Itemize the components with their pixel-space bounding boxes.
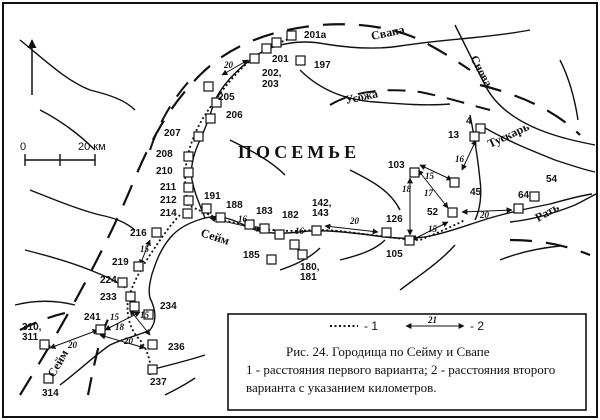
caption-line-3: варианта с указанием километров. (246, 380, 437, 395)
distance-label: 16 (238, 214, 248, 224)
distance-label: 18 (402, 184, 412, 194)
site-label: 208 (156, 149, 173, 160)
distance-label: 16 (455, 154, 465, 164)
distance-label: 15 (140, 310, 150, 320)
site-label: 210 (156, 166, 173, 177)
boundary-inner (329, 89, 491, 111)
site-label: 214 (160, 208, 177, 219)
site-label: 211 (160, 182, 177, 193)
boundary-outer (19, 23, 471, 396)
site-label: 182 (282, 210, 299, 221)
site-label: 224 (100, 275, 117, 286)
site-label: 311 (22, 332, 39, 343)
boundary-east (479, 83, 581, 136)
site-label: 237 (150, 377, 167, 388)
legend-item-1: - 1 (364, 319, 378, 333)
river-label-rat: Рать (533, 200, 562, 225)
site-labels: 201а 201 197 202, 203 205 206 207 208 21… (22, 30, 558, 399)
site-label: 207 (164, 128, 181, 139)
caption-title: Рис. 24. Городища по Сейму и Свапе (286, 344, 490, 359)
site-label: 203 (262, 79, 279, 90)
site-label: 126 (386, 214, 403, 225)
boundary-southeast (509, 238, 591, 257)
scale-bar: 0 20 км (20, 141, 106, 166)
site-label: 241 (84, 312, 101, 323)
legend-item-2: - 2 (470, 319, 484, 333)
site-label: 183 (256, 206, 273, 217)
distance-label: 15 (425, 171, 435, 181)
site-label: 142, (312, 198, 332, 209)
site-label: 185 (243, 250, 260, 261)
site-label: 234 (160, 301, 177, 312)
site-label: 314 (42, 388, 59, 399)
distance-label: 20 (67, 340, 78, 350)
distance-label: 15 (428, 224, 438, 234)
river-label-svapa: Свапа (370, 22, 406, 43)
distance-label: 18 (115, 322, 125, 332)
site-label: 64 (518, 190, 530, 201)
site-label: 103 (388, 160, 405, 171)
scale-zero: 0 (20, 141, 26, 153)
boundary-west-inner (149, 74, 196, 151)
distance-label: 17 (424, 188, 434, 198)
site-label: 219 (112, 257, 129, 268)
site-label: 205 (218, 92, 235, 103)
distance-label: 20 (123, 336, 134, 346)
site-label: 54 (546, 174, 558, 185)
distance-label: 20 (349, 216, 360, 226)
legend-box (227, 313, 587, 411)
site-label: 233 (100, 292, 117, 303)
site-label: 201 (272, 54, 289, 65)
site-label: 188 (226, 200, 243, 211)
site-label: 206 (226, 110, 243, 121)
site-label: 191 (204, 191, 221, 202)
distance-label: 20 (479, 210, 490, 220)
distance-label: 15 (110, 312, 120, 322)
site-label: 105 (386, 249, 403, 260)
region-label: ПОСЕМЬЕ (238, 142, 360, 162)
site-label: 201а (304, 30, 327, 41)
river-label-seym: Сейм (199, 226, 231, 248)
site-label: 236 (168, 342, 185, 353)
site-label: 310, (22, 322, 42, 333)
site-label: 216 (130, 228, 147, 239)
scale-twenty: 20 км (78, 141, 106, 153)
caption-line-2: 1 - расстояния первого варианта; 2 - рас… (246, 362, 555, 377)
site-label: 143 (312, 208, 329, 219)
route-variant-2 (49, 59, 513, 350)
site-label: 202, (262, 68, 282, 79)
site-label: 181 (300, 272, 317, 283)
river-label-tuskar: Тускарь (485, 119, 531, 151)
river-label-seym-left: Сейм (44, 347, 71, 379)
site-label: 197 (314, 60, 331, 71)
distance-labels: 20 16 15 15 18 17 16 20 15 16 20 15 18 2… (67, 60, 490, 350)
site-label: 13 (448, 130, 460, 141)
legend-arrow-value: 21 (427, 315, 437, 325)
river-label-snova: Снова (467, 53, 495, 89)
distance-label: 20 (223, 60, 234, 70)
site-label: 4 (466, 116, 472, 127)
site-label: 212 (160, 195, 177, 206)
site-label: 52 (427, 207, 439, 218)
river-label-usozha: Усожа (344, 86, 379, 107)
site-label: 45 (470, 187, 482, 198)
site-label: 180, (300, 262, 320, 273)
distance-label: 16 (295, 226, 305, 236)
boundary-west (19, 310, 71, 331)
site-markers (39, 30, 540, 384)
distance-label: 15 (140, 244, 150, 254)
